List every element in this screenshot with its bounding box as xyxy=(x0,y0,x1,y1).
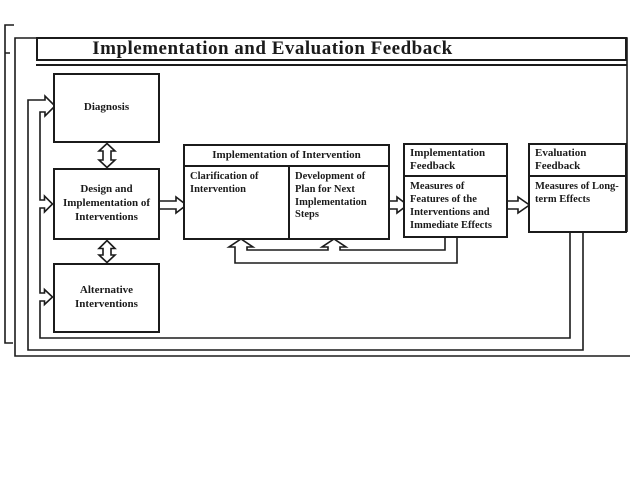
evaluation-feedback-header: Evaluation Feedback xyxy=(530,145,625,178)
feedback-to-evaluation-arrow-icon xyxy=(505,195,531,215)
diagnosis-design-double-arrow-icon xyxy=(96,142,118,169)
implementation-feedback-box: Implementation Feedback Measures of Feat… xyxy=(403,143,508,238)
page-bracket-line xyxy=(4,24,14,344)
evaluation-feedback-body: Measures of Long-term Effects xyxy=(535,181,619,206)
design-implementation-box: Design and Implementation of Interventio… xyxy=(53,168,160,240)
alternative-interventions-label: Alternative Interventions xyxy=(75,284,138,310)
implementation-feedback-loop-arrow xyxy=(226,236,458,264)
evaluation-feedback-box: Evaluation Feedback Measures of Long-ter… xyxy=(528,143,627,233)
design-alternative-double-arrow-icon xyxy=(96,239,118,264)
implementation-feedback-header: Implementation Feedback xyxy=(405,145,506,178)
implementation-of-intervention-box: Implementation of Intervention Clarifica… xyxy=(183,144,390,240)
clarification-cell: Clarification of Intervention xyxy=(185,167,290,240)
diagnosis-box: Diagnosis xyxy=(53,73,160,143)
development-cell: Development of Plan for Next Implementat… xyxy=(295,171,367,221)
design-to-implementation-arrow-icon xyxy=(157,195,188,215)
implementation-feedback-body: Measures of Features of the Intervention… xyxy=(410,181,492,231)
evaluation-feedback-loop-arrow xyxy=(27,94,584,351)
title-underline xyxy=(36,64,627,66)
alternative-interventions-box: Alternative Interventions xyxy=(53,263,160,333)
diagram-title-bar: Implementation and Evaluation Feedback xyxy=(36,37,627,61)
diagnosis-label: Diagnosis xyxy=(83,101,130,114)
implementation-of-intervention-header: Implementation of Intervention xyxy=(185,146,388,167)
design-implementation-label: Design and Implementation of Interventio… xyxy=(62,183,151,223)
diagram-title: Implementation and Evaluation Feedback xyxy=(92,38,453,59)
diagram-frame-border xyxy=(14,37,630,357)
implementation-of-intervention-columns: Clarification of Intervention Developmen… xyxy=(185,167,388,240)
